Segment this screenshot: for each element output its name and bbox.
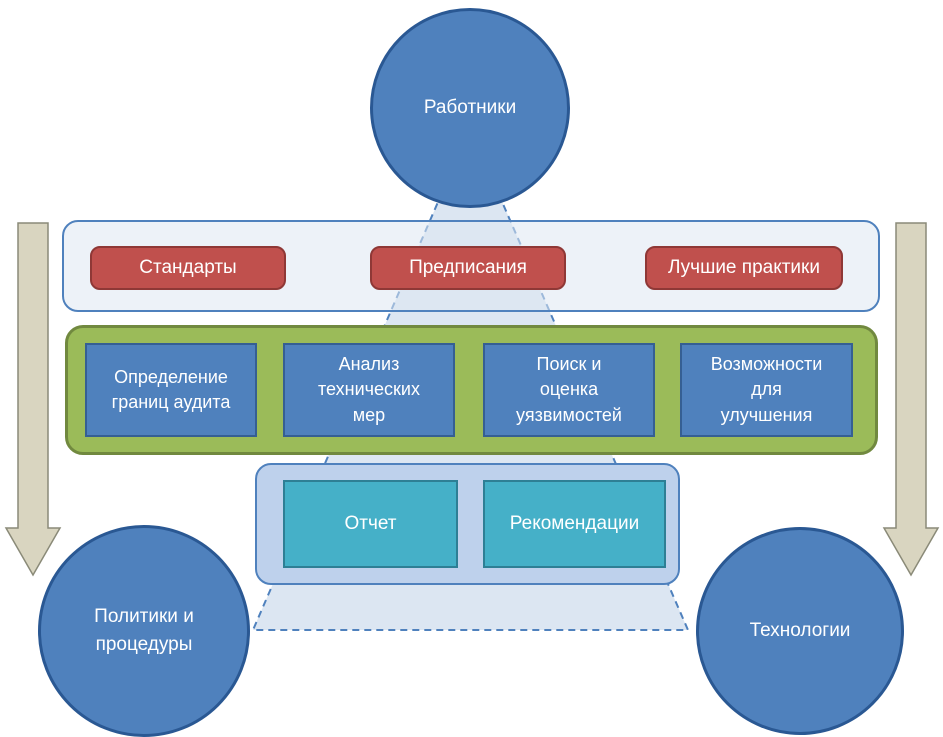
node-technologies-label: Технологии	[749, 620, 851, 642]
result-recommendations: Рекомендации	[483, 480, 666, 568]
step-vulnerability-assessment-label: Поиск и оценка уязвимостей	[516, 354, 622, 425]
badge-regulations: Предписания	[370, 246, 566, 290]
step-vulnerability-assessment: Поиск и оценка уязвимостей	[483, 343, 655, 437]
node-policies-procedures: Политики и процедуры	[38, 525, 250, 737]
badge-standards-label: Стандарты	[139, 257, 237, 278]
node-workers: Работники	[370, 8, 570, 208]
result-report-label: Отчет	[344, 513, 397, 534]
node-workers-label: Работники	[423, 97, 517, 119]
step-technical-analysis: Анализ технических мер	[283, 343, 455, 437]
node-policies-procedures-label: Политики и процедуры	[94, 606, 194, 655]
down-arrow-right-icon	[882, 222, 940, 577]
result-recommendations-label: Рекомендации	[509, 513, 640, 534]
badge-best-practices-label: Лучшие практики	[668, 257, 820, 278]
badge-standards: Стандарты	[90, 246, 286, 290]
down-arrow-left-icon	[4, 222, 62, 577]
step-improvement-opportunities-label: Возможности для улучшения	[710, 354, 823, 425]
step-audit-scope: Определение границ аудита	[85, 343, 257, 437]
step-audit-scope-label: Определение границ аудита	[111, 366, 231, 412]
step-improvement-opportunities: Возможности для улучшения	[680, 343, 853, 437]
result-report: Отчет	[283, 480, 458, 568]
badge-regulations-label: Предписания	[409, 257, 527, 278]
badge-best-practices: Лучшие практики	[645, 246, 843, 290]
step-technical-analysis-label: Анализ технических мер	[318, 354, 420, 425]
node-technologies: Технологии	[696, 527, 904, 735]
